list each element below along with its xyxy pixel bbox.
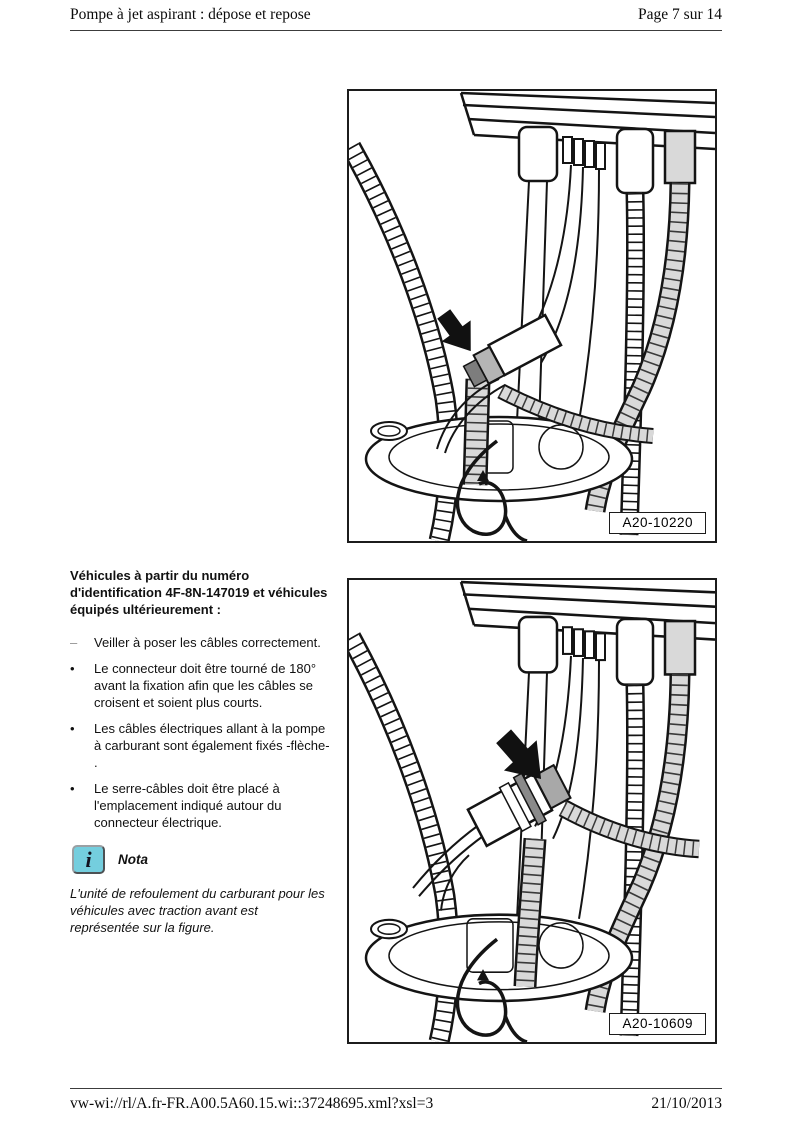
- page-header: Pompe à jet aspirant : dépose et repose …: [70, 6, 722, 24]
- section-heading: Véhicules à partir du numéro d'identific…: [70, 568, 328, 617]
- arrow-marker: [496, 729, 542, 780]
- list-item: • Le serre-câbles doit être placé à l'em…: [70, 780, 342, 831]
- body-text-column: Véhicules à partir du numéro d'identific…: [70, 567, 342, 936]
- list-item: – Veiller à poser les câbles correctemen…: [70, 634, 342, 651]
- note-row: i Nota: [72, 845, 342, 874]
- fuel-pump-illustration-1: [349, 91, 715, 541]
- footer-rule: [70, 1088, 722, 1089]
- fuel-pump-illustration-2: [349, 580, 715, 1042]
- list-item-text: Le serre-câbles doit être placé à l'empl…: [94, 781, 282, 830]
- list-item: • Les câbles électriques allant à la pom…: [70, 720, 342, 771]
- document-path: vw-wi://rl/A.fr-FR.A00.5A60.15.wi::37248…: [70, 1095, 434, 1112]
- note-text: L'unité de refoulement du carburant pour…: [70, 886, 325, 935]
- bullet-marker: •: [70, 781, 75, 796]
- list-item-text: Les câbles électriques allant à la pompe…: [94, 721, 330, 770]
- list-item: • Le connecteur doit être tourné de 180°…: [70, 660, 342, 711]
- page-footer: vw-wi://rl/A.fr-FR.A00.5A60.15.wi::37248…: [70, 1095, 722, 1113]
- page-number: Page 7 sur 14: [638, 6, 722, 23]
- print-date: 21/10/2013: [651, 1095, 722, 1112]
- list-item-text: Le connecteur doit être tourné de 180° a…: [94, 661, 317, 710]
- figure-a20-10609: A20-10609: [347, 578, 717, 1044]
- bullet-marker: •: [70, 721, 75, 736]
- arrow-marker: [437, 309, 471, 352]
- figure-number-label: A20-10609: [609, 1013, 706, 1035]
- figure-number-label: A20-10220: [609, 512, 706, 534]
- figure-a20-10220: A20-10220: [347, 89, 717, 543]
- header-rule: [70, 30, 722, 31]
- note-label: Nota: [118, 852, 148, 867]
- bullet-marker: •: [70, 661, 75, 676]
- info-icon: i: [72, 845, 105, 874]
- dash-marker: –: [70, 635, 78, 650]
- page-title: Pompe à jet aspirant : dépose et repose: [70, 6, 311, 23]
- list-item-text: Veiller à poser les câbles correctement.: [94, 635, 321, 650]
